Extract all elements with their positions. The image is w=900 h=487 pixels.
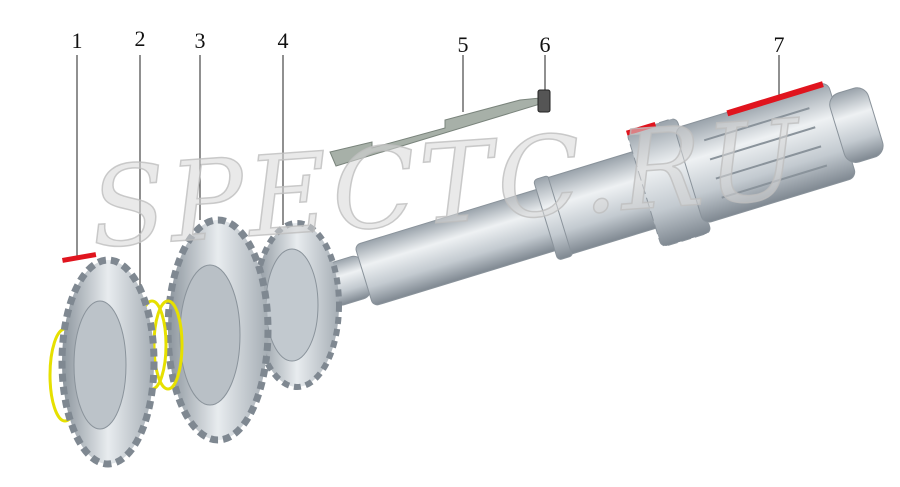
- callout-2: 2: [134, 26, 146, 51]
- part-5-plate: [329, 97, 541, 167]
- leader-lines: [76, 55, 780, 305]
- part-1-gear: [58, 252, 158, 468]
- callout-6: 6: [539, 32, 551, 57]
- part-3-gear: [164, 216, 272, 444]
- callout-7: 7: [773, 32, 785, 57]
- callout-3: 3: [194, 28, 206, 53]
- callout-1: 1: [71, 28, 83, 53]
- callout-4: 4: [277, 28, 289, 53]
- part-4-gear: [252, 220, 342, 390]
- part-6-pin: [537, 89, 551, 113]
- callout-5: 5: [457, 32, 469, 57]
